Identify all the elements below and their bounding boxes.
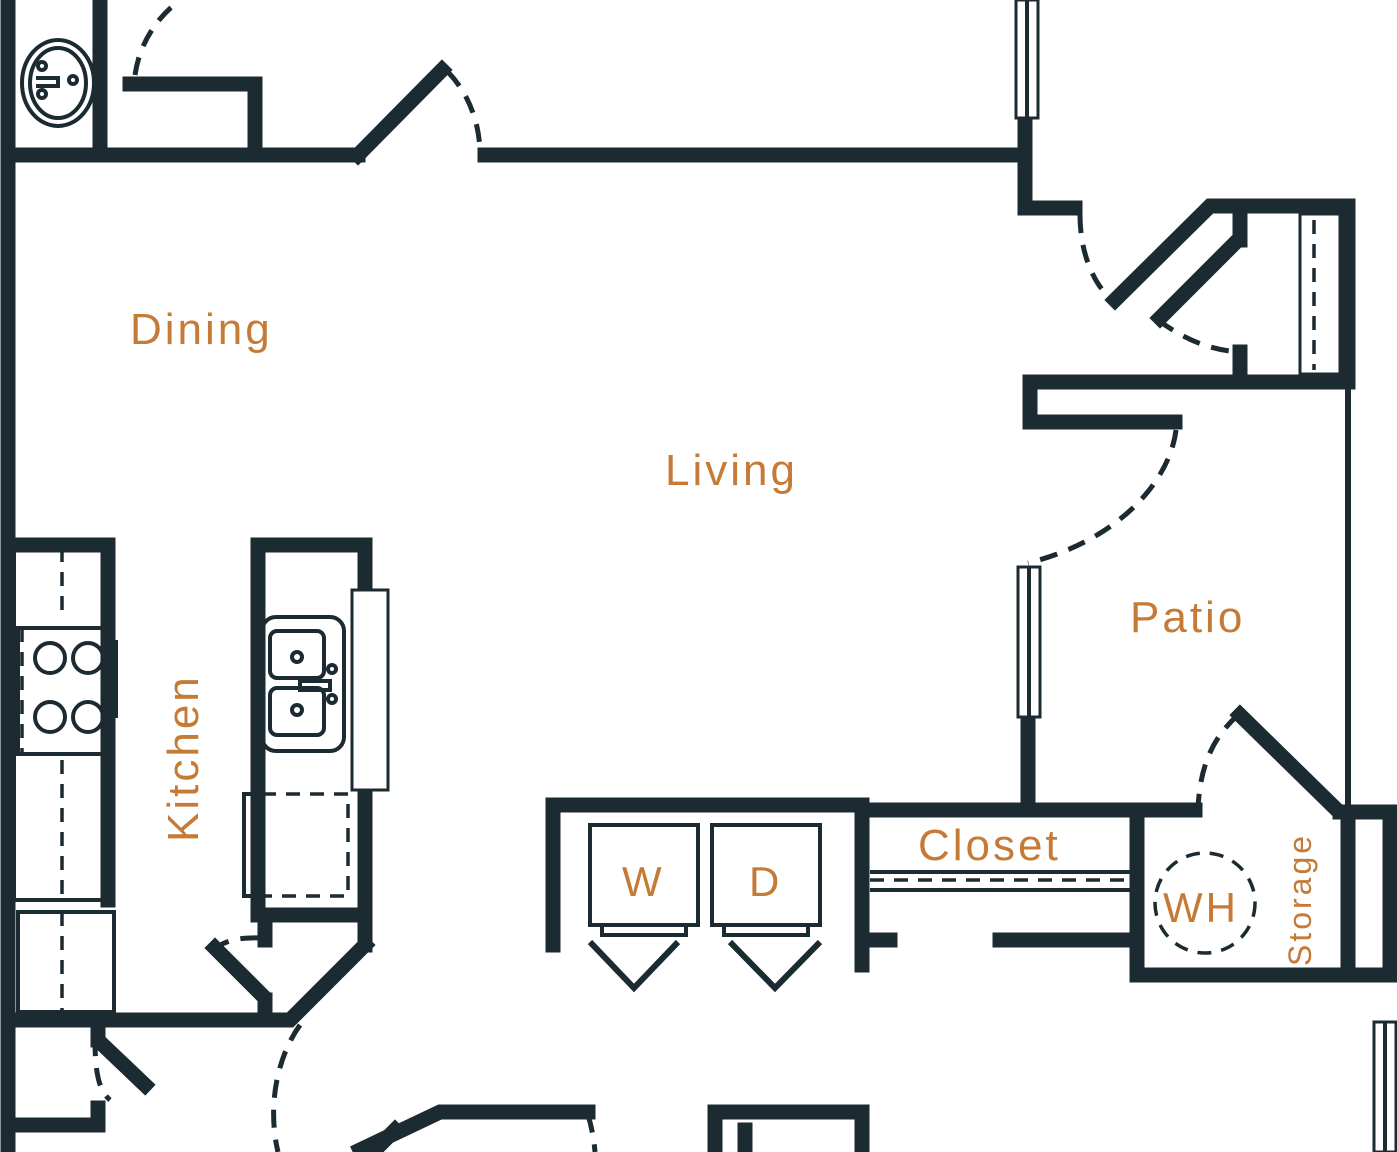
room-label-closet: Closet [918,821,1061,870]
dryer-label: D [749,858,782,905]
washer-label: W [622,858,665,905]
room-label-dining: Dining [130,305,273,354]
bath-sink [20,38,96,128]
room-label-kitchen: Kitchen [159,674,208,842]
closet-fixtures [870,812,1356,973]
laundry-appliances [587,823,823,993]
windows [350,0,1397,1152]
room-label-living: Living [665,446,798,495]
kitchen-fixtures [12,546,350,1014]
water-heater-label: WH [1163,884,1239,931]
room-labels: Dining Living Patio Closet Kitchen Stora… [130,305,1318,966]
room-label-patio: Patio [1130,593,1245,642]
room-label-storage: Storage [1282,833,1318,966]
door-swings [92,0,1241,1152]
